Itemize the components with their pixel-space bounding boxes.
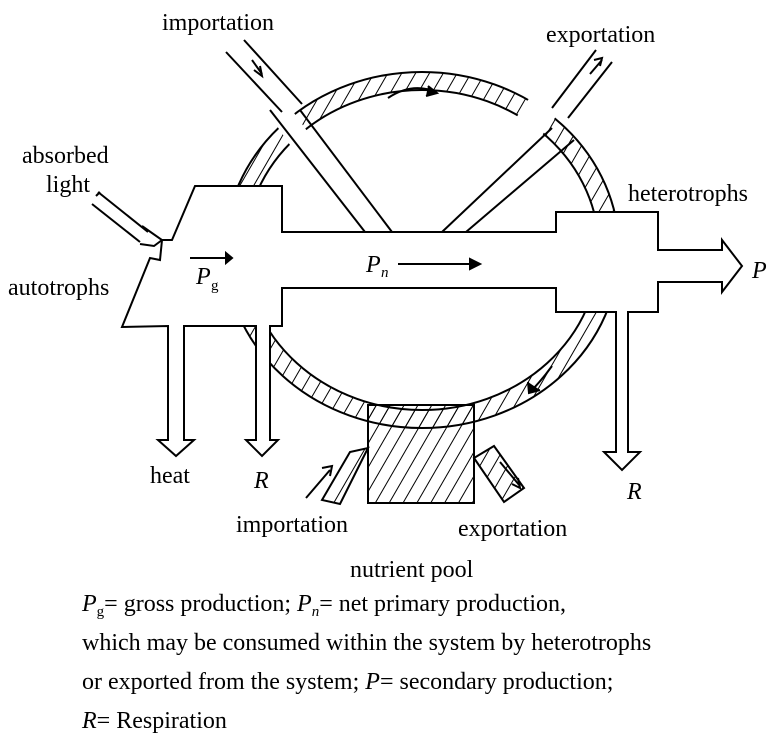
exportation-bottom-label: exportation	[458, 516, 567, 542]
absorbed-light-arrow	[91, 191, 164, 248]
bottom-importation-arrow	[320, 446, 370, 506]
p-output-label: P	[751, 258, 767, 284]
caption-p-var: P	[365, 669, 380, 695]
caption-line-1: Pg= gross production; Pn= net primary pr…	[82, 585, 772, 624]
nutrient-pool-box	[367, 404, 475, 504]
absorbed-light-label-line1: absorbed	[22, 143, 109, 169]
channel-cutouts	[226, 52, 604, 232]
caption-pn-var: P	[297, 591, 312, 617]
r-right-label: R	[626, 479, 642, 505]
absorbed-light-label-line2: light	[46, 172, 90, 198]
bottom-exportation-arrow	[472, 444, 526, 504]
pg-label: P	[195, 264, 211, 290]
pn-label: P	[365, 252, 381, 278]
importation-top-label: importation	[162, 10, 274, 36]
nutrient-pool-label: nutrient pool	[350, 557, 474, 583]
bottom-importation-small-arrow	[305, 464, 334, 499]
caption-pg-var: P	[82, 591, 97, 617]
caption-pn-def: = net primary production,	[319, 591, 567, 617]
bottom-exportation-small-arrow	[499, 461, 522, 490]
caption-line-3: or exported from the system; P= secondar…	[82, 663, 772, 702]
pn-cycling-channels	[269, 109, 575, 233]
autotrophs-label: autotrophs	[8, 275, 109, 301]
pn-label-subscript: n	[381, 265, 389, 281]
importation-bottom-label: importation	[236, 512, 348, 538]
main-energy-channel	[120, 185, 744, 472]
caption-r-var: R	[82, 708, 97, 734]
caption-line-4: R= Respiration	[82, 702, 772, 741]
heterotrophs-label: heterotrophs	[628, 181, 748, 207]
exportation-top-arrow	[551, 49, 613, 119]
figure-caption: Pg= gross production; Pn= net primary pr…	[82, 585, 772, 741]
r-left-label: R	[253, 468, 269, 494]
caption-pn-sub: n	[311, 604, 320, 620]
importation-top-arrow	[225, 39, 303, 113]
caption-r-def: = Respiration	[96, 708, 227, 734]
caption-pg-def: = gross production;	[104, 591, 292, 617]
caption-line3-text: or exported from the system;	[82, 669, 360, 695]
caption-line-2: which may be consumed within the system …	[82, 630, 652, 656]
caption-pg-sub: g	[96, 604, 105, 620]
caption-p-def: = secondary production;	[379, 669, 614, 695]
energy-flow-diagram: importation exportation absorbed light h…	[8, 10, 767, 583]
exportation-top-label: exportation	[546, 22, 655, 48]
pg-label-subscript: g	[211, 278, 219, 294]
heat-label: heat	[150, 463, 190, 489]
circulation-arrows	[387, 85, 553, 395]
flow-arrows	[190, 250, 483, 271]
